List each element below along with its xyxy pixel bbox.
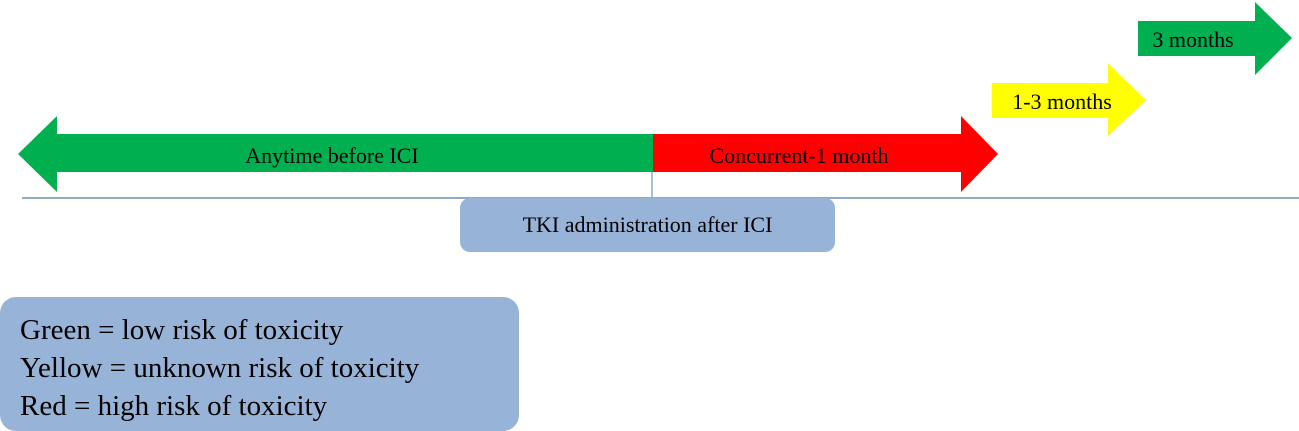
anytime-before-label: Anytime before ICI (245, 143, 419, 168)
one-to-three-months-label: 1-3 months (1012, 89, 1112, 114)
concurrent-arrow (653, 116, 998, 192)
legend-yellow: Yellow = unknown risk of toxicity (20, 352, 420, 384)
one-to-three-months-arrow (992, 63, 1146, 136)
legend-green: Green = low risk of toxicity (20, 314, 344, 346)
anytime-before-arrow (18, 116, 653, 192)
legend-red: Red = high risk of toxicity (20, 390, 328, 422)
legend-box: Green = low risk of toxicity Yellow = un… (0, 297, 519, 431)
concurrent-label: Concurrent-1 month (709, 143, 888, 168)
tki-administration-label: TKI administration after ICI (522, 212, 773, 237)
three-months-label: 3 months (1152, 27, 1233, 52)
three-months-arrow (1138, 2, 1292, 75)
tki-administration-box: TKI administration after ICI (460, 198, 835, 252)
